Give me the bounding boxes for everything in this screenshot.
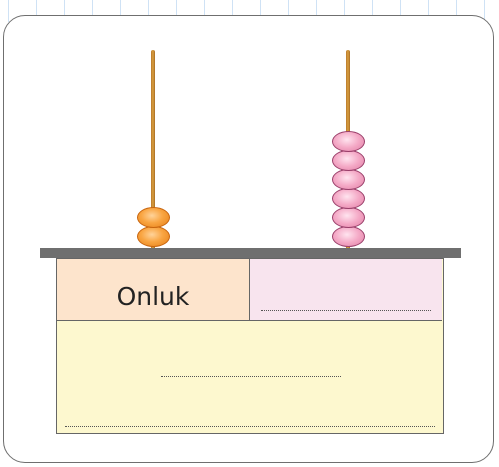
ones-bead bbox=[331, 169, 365, 190]
ones-bead bbox=[331, 131, 365, 152]
ones-answer-line[interactable] bbox=[261, 310, 431, 311]
ones-bead bbox=[331, 207, 365, 228]
number-answer-line[interactable] bbox=[161, 376, 341, 377]
words-answer-line[interactable] bbox=[65, 426, 435, 427]
tens-bead bbox=[136, 226, 170, 247]
ones-bead bbox=[331, 226, 365, 247]
tens-rod bbox=[151, 50, 155, 252]
tens-cell: Onluk bbox=[57, 259, 250, 321]
ones-cell[interactable] bbox=[250, 259, 442, 321]
tens-label: Onluk bbox=[116, 282, 190, 311]
place-value-table: Onluk bbox=[56, 258, 444, 434]
ones-bead bbox=[331, 188, 365, 209]
ones-bead bbox=[331, 150, 365, 171]
tens-bead bbox=[136, 207, 170, 228]
abacus-base bbox=[40, 248, 461, 258]
